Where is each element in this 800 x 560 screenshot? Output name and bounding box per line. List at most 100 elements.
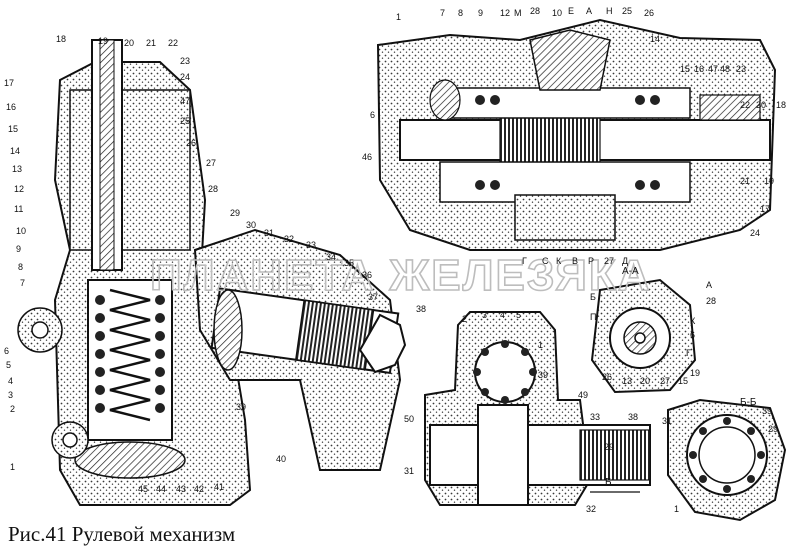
callout-bb-1: 31 [662, 416, 672, 426]
bevel-gear [529, 29, 611, 91]
callout-left-10: 27 [206, 158, 216, 168]
callout-aa-5: 6 [690, 330, 695, 340]
callout-left-23: 6 [4, 346, 9, 356]
callout-left-18: 11 [14, 204, 23, 214]
callout-left-44: 44 [156, 484, 166, 494]
callout-left-22: 7 [20, 278, 25, 288]
callout-left-32: 32 [284, 234, 294, 244]
callout-left-16: 13 [12, 164, 22, 174]
callout-left-29: 29 [230, 208, 240, 218]
ball-screw-balls [95, 295, 165, 413]
callout-top-31: В [572, 256, 578, 266]
top-bearing-balls [475, 95, 660, 190]
callout-left-7: 47 [180, 96, 190, 106]
callout-mid-0: 2 [462, 314, 467, 324]
bb-bore [698, 426, 756, 484]
callout-top-34: Д [622, 256, 628, 266]
callout-mid-10: 29 [604, 442, 614, 452]
callout-top-2: 8 [458, 8, 463, 18]
section-aa-view [590, 278, 697, 394]
section-b-arrow-label: Б [605, 477, 612, 488]
callout-aa-12: 15 [678, 376, 688, 386]
callout-left-36: 36 [362, 270, 372, 280]
callout-left-39: 39 [236, 402, 246, 412]
callout-mid-4: 1 [538, 340, 543, 350]
section-bb-view [667, 398, 787, 522]
callout-left-31: 31 [264, 228, 274, 238]
lower-bearing [74, 441, 186, 479]
callout-left-28: 1 [10, 462, 15, 472]
callout-left-35: 35 [344, 258, 354, 268]
screw-thread [109, 288, 151, 422]
callout-mid-2: 4 [500, 310, 505, 320]
sector-splines [294, 299, 375, 371]
callout-left-33: 33 [306, 240, 316, 250]
callout-left-30: 30 [246, 220, 256, 230]
vertical-section-view [17, 39, 252, 506]
callout-left-41: 41 [214, 482, 224, 492]
callout-left-45: 45 [138, 484, 148, 494]
worm-gear [499, 114, 601, 166]
callout-bb-0: 39 [762, 406, 772, 416]
callout-top-17: 48 [720, 64, 730, 74]
callout-top-9: А [586, 6, 592, 16]
callout-left-40: 40 [276, 454, 286, 464]
callout-mid-11: 31 [404, 466, 414, 476]
callout-top-23: 46 [362, 152, 372, 162]
sector-nut [358, 313, 407, 374]
callout-top-18: 23 [736, 64, 746, 74]
callout-aa-1: 28 [706, 296, 716, 306]
callout-top-11: 25 [622, 6, 632, 16]
callout-left-14: 15 [8, 124, 18, 134]
callout-aa-11: 27 [660, 376, 670, 386]
callout-left-15: 14 [10, 146, 20, 156]
callout-left-38: 38 [416, 304, 426, 314]
mid-splines [579, 429, 651, 481]
callout-top-26: 17 [760, 204, 770, 214]
callout-aa-10: 20 [640, 376, 650, 386]
callout-mid-3: 5 [516, 310, 521, 320]
figure-caption: Рис.41 Рулевой механизм [8, 522, 236, 546]
callout-left-0: 18 [56, 34, 66, 44]
callout-left-21: 8 [18, 262, 23, 272]
callout-left-11: 28 [208, 184, 218, 194]
callout-top-0: 1 [396, 12, 401, 22]
callout-left-19: 10 [16, 226, 26, 236]
callout-top-10: Н [606, 6, 613, 16]
callout-aa-3: П [590, 312, 596, 322]
callout-left-43: 43 [176, 484, 186, 494]
callout-top-24: 21 [740, 176, 750, 186]
callout-top-19: 22 [740, 100, 750, 110]
callout-aa-8: 26 [602, 372, 612, 382]
callout-top-20: 20 [756, 100, 766, 110]
callout-top-16: 47 [708, 64, 718, 74]
bb-balls [689, 417, 765, 493]
callout-left-27: 2 [10, 404, 15, 414]
callout-mid-12: 32 [586, 504, 596, 514]
callout-top-30: К [556, 256, 562, 266]
callout-top-27: 24 [750, 228, 760, 238]
callout-aa-0: А [706, 280, 712, 290]
aa-center [634, 332, 646, 344]
callout-top-7: 10 [552, 8, 562, 18]
callout-left-12: 17 [4, 78, 14, 88]
callout-bb-3: 1 [674, 504, 679, 514]
callout-top-8: Е [568, 6, 574, 16]
callout-top-1: 7 [440, 8, 445, 18]
callout-left-42: 42 [194, 484, 204, 494]
callout-left-1: 19 [98, 36, 108, 46]
callout-aa-4: К [690, 316, 696, 326]
ball-nut [87, 279, 173, 441]
callout-aa-6: Г [686, 348, 691, 358]
callout-left-6: 24 [180, 72, 190, 82]
callout-left-8: 25 [180, 116, 190, 126]
callout-top-33: 27 [604, 256, 614, 266]
callout-mid-6: 49 [578, 390, 588, 400]
callout-mid-7: 33 [590, 412, 600, 422]
horizontal-section-view [376, 18, 777, 251]
callout-mid-9: 50 [404, 414, 414, 424]
left-bearing [429, 79, 461, 121]
callout-top-13: 14 [650, 34, 660, 44]
callout-top-14: 15 [680, 64, 690, 74]
callout-top-21: 18 [776, 100, 786, 110]
